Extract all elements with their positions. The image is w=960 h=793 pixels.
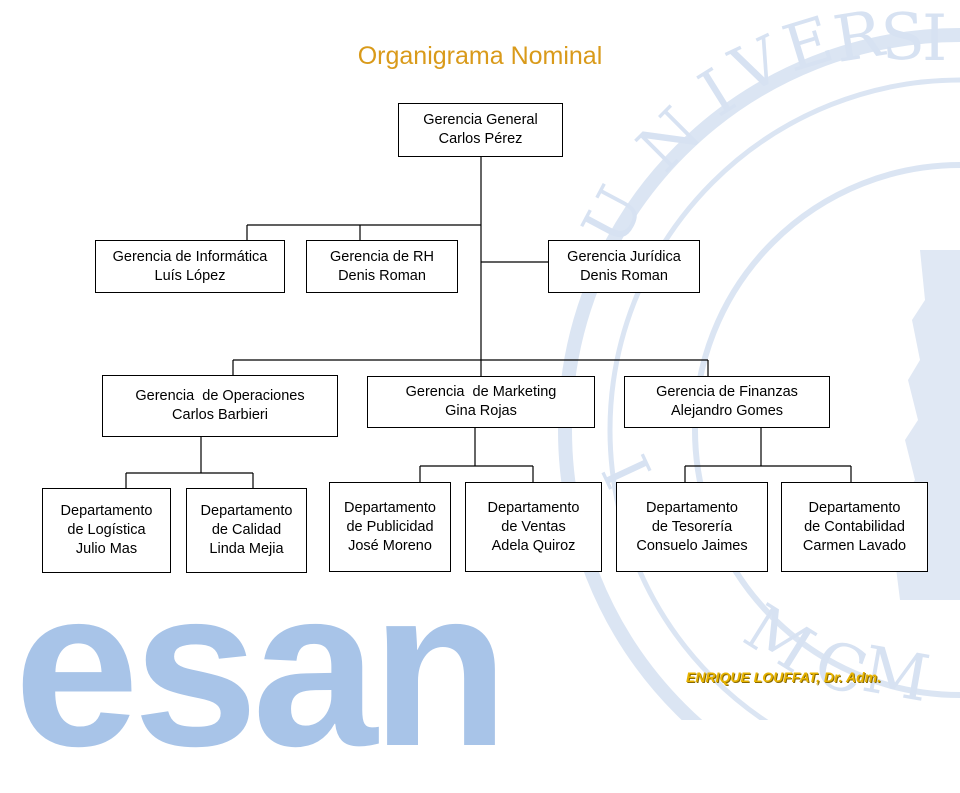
node-title: Gerencia General	[423, 112, 538, 128]
node-gerencia-finanzas: Gerencia de Finanzas Alejandro Gomes	[624, 376, 830, 428]
node-person: Linda Mejia	[209, 541, 284, 557]
org-connectors	[125, 157, 852, 488]
node-person: Carlos Barbieri	[172, 407, 268, 423]
node-title: Departamento	[344, 499, 436, 516]
node-title: Gerencia de Finanzas	[656, 384, 798, 400]
node-title: Gerencia de Informática	[112, 248, 268, 265]
node-title: Departamento	[808, 499, 901, 516]
node-person: Carmen Lavado	[802, 537, 907, 554]
node-person: Julio Mas	[75, 541, 138, 557]
node-person: Adela Quiroz	[491, 537, 576, 554]
node-title: Departamento	[646, 499, 738, 516]
node-subtitle: de Logística	[67, 522, 146, 538]
node-title: Gerencia de Marketing	[405, 384, 557, 400]
node-person: Alejandro Gomes	[670, 403, 784, 419]
node-gerencia-general: Gerencia General Carlos Pérez	[398, 103, 563, 157]
node-departamento-tesoreria: Departamento de Tesorería Consuelo Jaime…	[616, 482, 768, 572]
node-person: Carlos Pérez	[438, 131, 523, 147]
node-gerencia-operaciones: Gerencia de Operaciones Carlos Barbieri	[102, 375, 338, 437]
node-person: Luís López	[154, 267, 226, 284]
node-title: Gerencia de Operaciones	[135, 388, 305, 404]
svg-text:S: S	[879, 0, 927, 76]
node-departamento-contabilidad: Departamento de Contabilidad Carmen Lava…	[781, 482, 928, 572]
node-person: Consuelo Jaimes	[636, 537, 748, 554]
node-person: Gina Rojas	[445, 403, 517, 419]
svg-text:I: I	[922, 2, 947, 76]
esan-logo: esan	[14, 541, 509, 793]
node-person: Denis Roman	[338, 267, 426, 284]
node-title: Gerencia de RH	[330, 248, 434, 265]
node-departamento-calidad: Departamento de Calidad Linda Mejia	[186, 488, 307, 573]
node-subtitle: de Publicidad	[346, 518, 434, 535]
node-departamento-logistica: Departamento de Logística Julio Mas	[42, 488, 171, 573]
author-credit: ENRIQUE LOUFFAT, Dr. Adm.	[686, 669, 881, 685]
chart-title: Organigrama Nominal	[357, 42, 603, 70]
node-subtitle: de Contabilidad	[804, 518, 905, 535]
node-title: Departamento	[487, 499, 580, 516]
node-gerencia-informatica: Gerencia de Informática Luís López	[95, 240, 285, 293]
node-person: José Moreno	[348, 537, 432, 554]
node-title: Departamento	[200, 503, 293, 519]
node-gerencia-juridica: Gerencia Jurídica Denis Roman	[548, 240, 700, 293]
node-subtitle: de Ventas	[501, 518, 566, 535]
node-title: Departamento	[60, 503, 153, 519]
node-departamento-publicidad: Departamento de Publicidad José Moreno	[329, 482, 451, 572]
node-person: Denis Roman	[580, 267, 668, 284]
node-departamento-ventas: Departamento de Ventas Adela Quiroz	[465, 482, 602, 572]
node-gerencia-marketing: Gerencia de Marketing Gina Rojas	[367, 376, 595, 428]
node-subtitle: de Tesorería	[651, 518, 733, 535]
node-subtitle: de Calidad	[211, 522, 282, 538]
node-title: Gerencia Jurídica	[567, 248, 681, 265]
svg-text:M: M	[857, 633, 934, 717]
node-gerencia-rh: Gerencia de RH Denis Roman	[306, 240, 458, 293]
